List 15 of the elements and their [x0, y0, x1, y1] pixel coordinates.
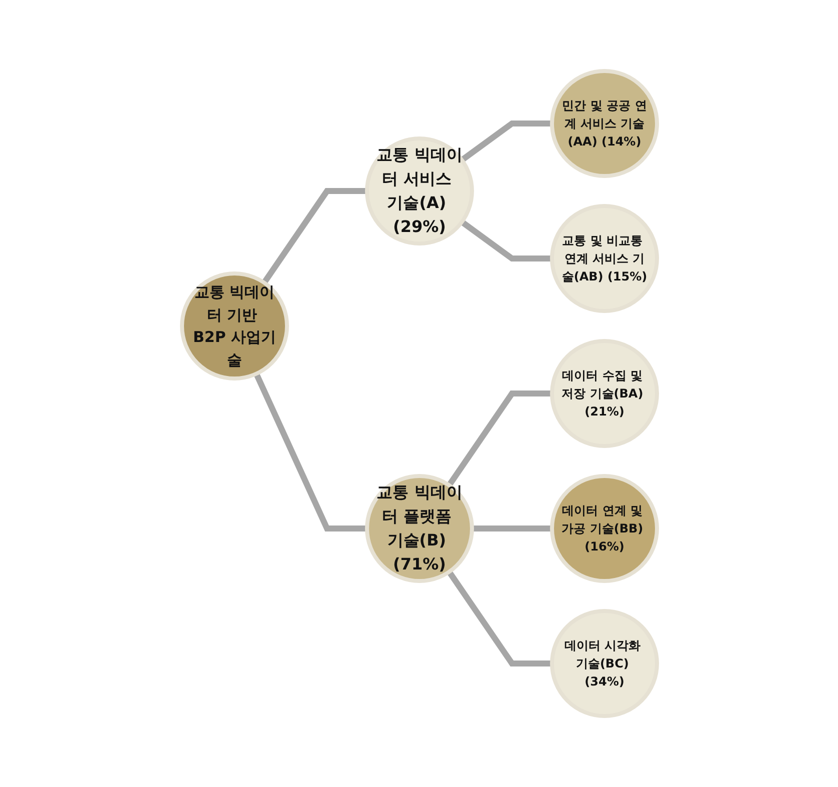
node-circle: 민간 및 공공 연계 서비스 기술(AA) (14%) [550, 69, 658, 178]
node-circle: 데이터 시각화 기술(BC) (34%) [550, 609, 658, 718]
connector [261, 188, 366, 284]
connector [253, 372, 366, 532]
node-circle: 교통 빅데이터 플랫폼 기술(B) (71%) [364, 474, 474, 583]
connector [460, 120, 552, 162]
connector [446, 570, 552, 666]
node-circle: 교통 빅데이터 서비스 기술(A) (29%) [364, 136, 474, 246]
node-circle: 교통 빅데이터 기반 B2P 사업기술 [180, 272, 288, 380]
node-circle: 데이터 연계 및 가공 기술(BB) (16%) [550, 474, 658, 583]
connector [472, 526, 552, 532]
node-circle: 데이터 수집 및 저장 기술(BA) (21%) [550, 339, 658, 448]
node-circle: 교통 및 비교통 연계 서비스 기술(AB) (15%) [550, 204, 658, 313]
connector [446, 390, 552, 487]
connector [460, 220, 552, 262]
